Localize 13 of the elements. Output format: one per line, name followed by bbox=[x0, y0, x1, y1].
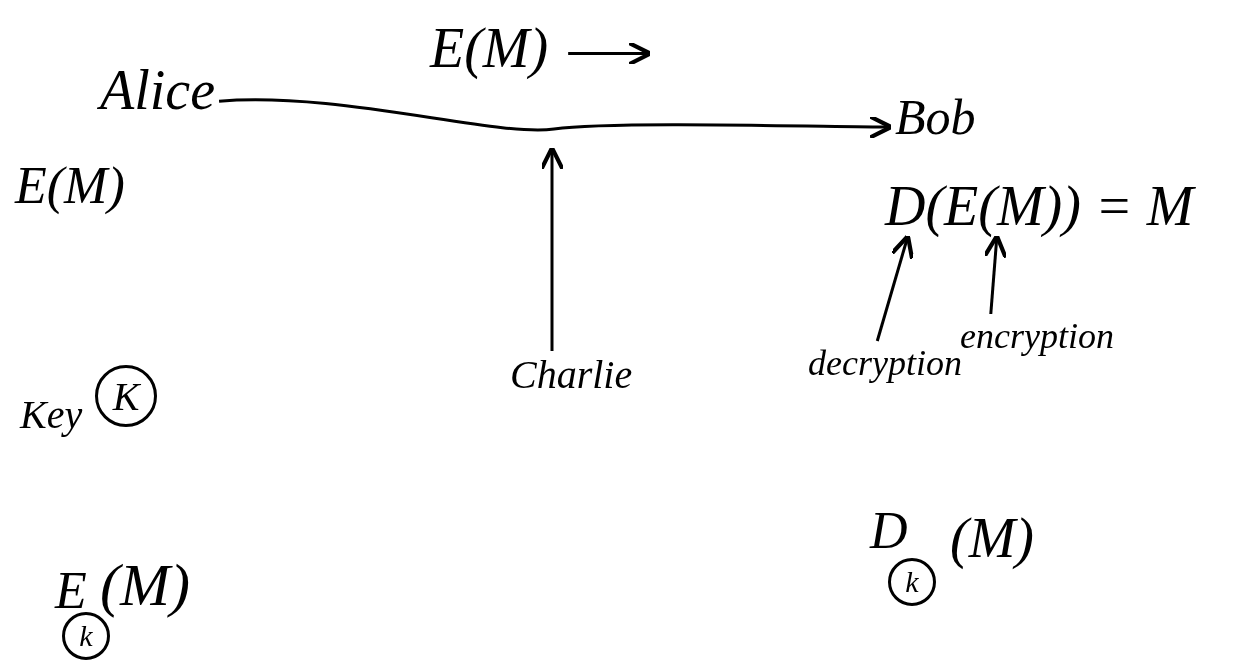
formula-text: D bbox=[870, 505, 908, 557]
circled-letter: K bbox=[95, 365, 157, 427]
annotation-text: decryption bbox=[808, 345, 962, 381]
annotation-text: encryption bbox=[960, 318, 1114, 354]
formula-text: E(M) bbox=[15, 160, 125, 212]
name-text: Charlie bbox=[510, 355, 633, 395]
arrow bbox=[219, 98, 894, 140]
circled-letter: k bbox=[888, 558, 936, 606]
word-text: Key bbox=[20, 395, 83, 435]
pointer-arrow bbox=[539, 145, 565, 351]
pointer-arrow bbox=[875, 233, 915, 342]
name-text: Bob bbox=[895, 92, 976, 142]
pointer-arrow bbox=[982, 233, 1008, 315]
